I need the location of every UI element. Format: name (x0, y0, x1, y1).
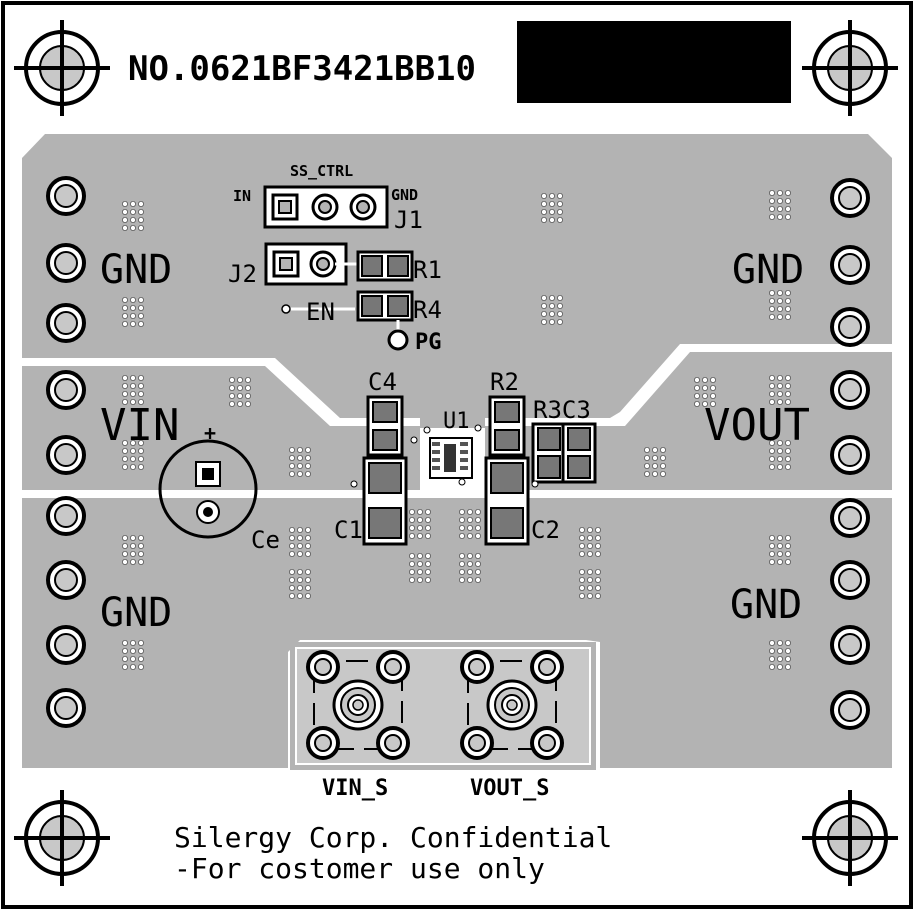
r4-label: R4 (413, 296, 442, 324)
via-cluster (122, 535, 144, 566)
logo-block (517, 21, 791, 103)
mounting-hole (802, 790, 898, 886)
in-label: IN (233, 187, 251, 205)
gnd-top-pour (22, 134, 892, 428)
via-cluster (288, 446, 311, 477)
sma-connector (306, 650, 410, 760)
via-cluster (408, 553, 431, 584)
mounting-hole (14, 790, 110, 886)
via-cluster (122, 374, 144, 405)
mounting-hole (802, 20, 898, 116)
vin-label: VIN (100, 400, 179, 451)
via-cluster (769, 189, 792, 220)
gnd-label-top-right: GND (732, 247, 804, 293)
j1-label: J1 (394, 206, 423, 234)
right-terminals (830, 178, 870, 730)
via-cluster (122, 640, 144, 671)
via-cluster (769, 374, 792, 405)
footer-line-2: -For costomer use only (174, 852, 545, 885)
via-cluster (694, 376, 717, 407)
via-cluster (769, 289, 792, 320)
sma-connectors (306, 650, 564, 760)
c1-label: C1 (334, 516, 363, 544)
ce-label: Ce (251, 526, 280, 554)
via-cluster (541, 192, 564, 223)
ce-capacitor-outline (158, 439, 258, 539)
via-cluster (288, 569, 311, 600)
mounting-holes (14, 20, 898, 886)
c4-label: C4 (368, 368, 397, 396)
via-cluster (122, 296, 144, 327)
sma-connector (460, 650, 564, 760)
gnd-label-bottom-right: GND (730, 582, 802, 628)
via-cluster (579, 527, 602, 558)
plus-label: + (204, 421, 216, 445)
via-cluster (579, 569, 602, 600)
via-cluster (458, 553, 481, 584)
gnd-label-bottom-left: GND (100, 590, 172, 636)
vout-s-label: VOUT_S (470, 776, 549, 801)
r1-label: R1 (413, 256, 442, 284)
gnd-small-label: GND (391, 186, 418, 204)
vin-s-label: VIN_S (322, 776, 388, 801)
gnd-bottom-pour (22, 498, 892, 768)
via-cluster (644, 446, 667, 477)
via-cluster (122, 200, 144, 231)
j2-label: J2 (228, 260, 257, 288)
via-cluster (769, 640, 792, 671)
via-clusters (122, 189, 792, 671)
c2-label: C2 (531, 516, 560, 544)
via-cluster (541, 294, 564, 325)
u1-label: U1 (443, 409, 470, 434)
via-cluster (228, 376, 251, 407)
serial-number: NO.0621BF3421BB10 (128, 49, 476, 89)
footer-line-1: Silergy Corp. Confidential (174, 821, 612, 854)
via-cluster (288, 527, 311, 558)
vin-pour (22, 366, 420, 490)
gnd-label-top-left: GND (100, 247, 172, 293)
left-terminals (46, 176, 86, 728)
ss-ctrl-label: SS_CTRL (290, 162, 353, 180)
via-cluster (769, 439, 792, 470)
vout-label: VOUT (704, 400, 810, 451)
via-cluster (458, 508, 481, 540)
r3c3-label: R3C3 (533, 396, 591, 424)
pg-label: PG (415, 330, 442, 355)
via-cluster (408, 508, 431, 540)
en-label: EN (306, 298, 335, 326)
mounting-hole (14, 20, 110, 116)
via-cluster (769, 535, 792, 566)
via-cluster (122, 439, 144, 470)
r2-label: R2 (490, 368, 519, 396)
